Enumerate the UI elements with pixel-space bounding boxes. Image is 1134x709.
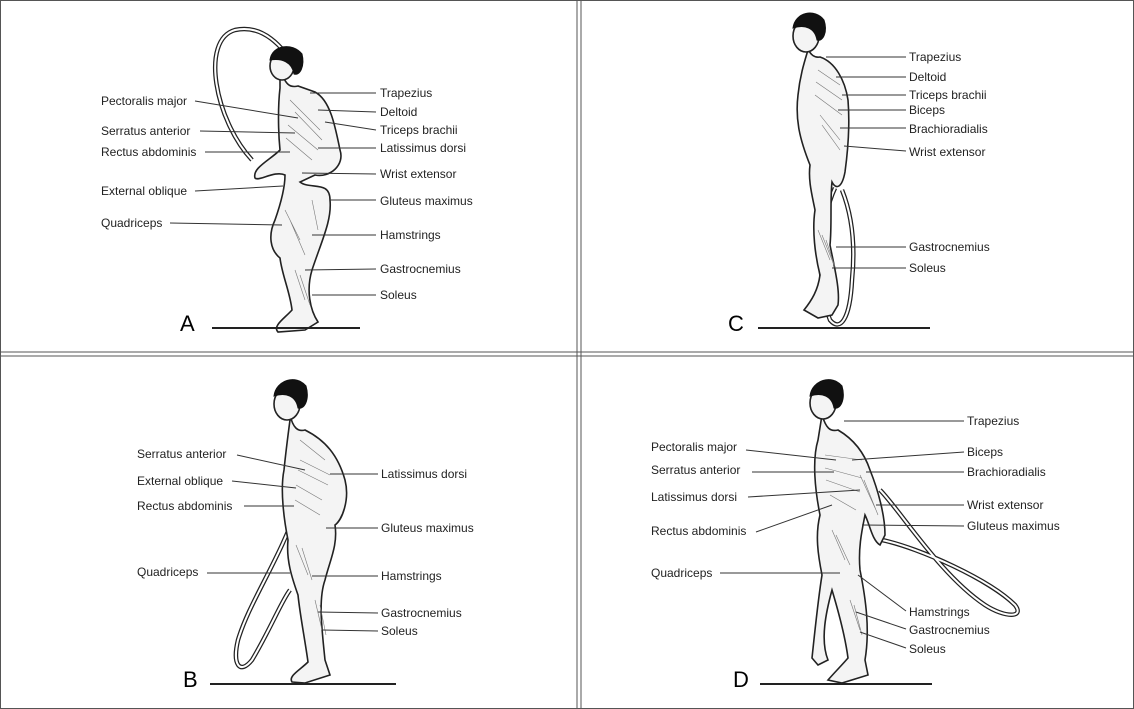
label-latissimus-dorsi: Latissimus dorsi <box>651 490 737 504</box>
label-wrist-extensor: Wrist extensor <box>909 145 985 159</box>
labels-right: Trapezius Deltoid Triceps brachii Latiss… <box>380 86 473 302</box>
label-wrist-extensor: Wrist extensor <box>967 498 1043 512</box>
label-trapezius: Trapezius <box>967 414 1019 428</box>
figure-a <box>254 46 342 333</box>
leaders-right <box>301 92 377 296</box>
figure-c <box>792 12 850 319</box>
label-triceps-brachii: Triceps brachii <box>909 88 987 102</box>
label-gluteus-maximus: Gluteus maximus <box>381 521 474 535</box>
label-quadriceps: Quadriceps <box>651 566 712 580</box>
label-gastrocnemius: Gastrocnemius <box>381 606 462 620</box>
label-soleus: Soleus <box>380 288 417 302</box>
labels-left: Serratus anterior External oblique Rectu… <box>137 447 232 579</box>
label-pectoralis-major: Pectoralis major <box>651 440 737 454</box>
panel-b: B Serratus anterior External oblique Rec… <box>137 379 474 692</box>
labels-right: Latissimus dorsi Gluteus maximus Hamstri… <box>381 467 474 638</box>
label-hamstrings: Hamstrings <box>380 228 441 242</box>
label-latissimus-dorsi: Latissimus dorsi <box>381 467 467 481</box>
label-rectus-abdominis: Rectus abdominis <box>137 499 232 513</box>
label-gluteus-maximus: Gluteus maximus <box>380 194 473 208</box>
panel-c: C Trapezius Deltoid Triceps brachii Bice… <box>728 12 990 336</box>
label-quadriceps: Quadriceps <box>101 216 162 230</box>
leaders-left <box>207 454 306 574</box>
leaders-right <box>826 56 907 269</box>
label-wrist-extensor: Wrist extensor <box>380 167 456 181</box>
label-pectoralis-major: Pectoralis major <box>101 94 187 108</box>
panel-letter: D <box>733 667 749 692</box>
label-rectus-abdominis: Rectus abdominis <box>651 524 746 538</box>
label-serratus-anterior: Serratus anterior <box>101 124 190 138</box>
label-hamstrings: Hamstrings <box>381 569 442 583</box>
leaders-left <box>720 449 861 574</box>
labels-left: Pectoralis major Serratus anterior Latis… <box>651 440 746 580</box>
labels-right: Trapezius Deltoid Triceps brachii Biceps… <box>909 50 990 275</box>
label-soleus: Soleus <box>909 261 946 275</box>
label-external-oblique: External oblique <box>137 474 223 488</box>
labels-left: Pectoralis major Serratus anterior Rectu… <box>101 94 196 230</box>
label-soleus: Soleus <box>909 642 946 656</box>
figure-b <box>273 379 348 684</box>
label-serratus-anterior: Serratus anterior <box>651 463 740 477</box>
label-latissimus-dorsi: Latissimus dorsi <box>380 141 466 155</box>
label-brachioradialis: Brachioradialis <box>967 465 1046 479</box>
label-brachioradialis: Brachioradialis <box>909 122 988 136</box>
label-deltoid: Deltoid <box>380 105 417 119</box>
figure-d <box>809 379 886 684</box>
label-gastrocnemius: Gastrocnemius <box>380 262 461 276</box>
label-gastrocnemius: Gastrocnemius <box>909 623 990 637</box>
leaders-left <box>169 100 299 226</box>
label-gluteus-maximus: Gluteus maximus <box>967 519 1060 533</box>
label-biceps: Biceps <box>909 103 945 117</box>
leaders-right <box>844 420 965 649</box>
label-deltoid: Deltoid <box>909 70 946 84</box>
label-external-oblique: External oblique <box>101 184 187 198</box>
label-quadriceps: Quadriceps <box>137 565 198 579</box>
label-triceps-brachii: Triceps brachii <box>380 123 458 137</box>
label-trapezius: Trapezius <box>909 50 961 64</box>
label-rectus-abdominis: Rectus abdominis <box>101 145 196 159</box>
label-trapezius: Trapezius <box>380 86 432 100</box>
label-soleus: Soleus <box>381 624 418 638</box>
label-biceps: Biceps <box>967 445 1003 459</box>
label-serratus-anterior: Serratus anterior <box>137 447 226 461</box>
label-hamstrings: Hamstrings <box>909 605 970 619</box>
panel-letter: A <box>180 311 195 336</box>
panel-letter: B <box>183 667 198 692</box>
panel-letter: C <box>728 311 744 336</box>
panel-a: A Pectoralis major Serratus anterior Rec… <box>101 26 473 336</box>
label-gastrocnemius: Gastrocnemius <box>909 240 990 254</box>
panel-d: D Pectoralis major Serratus anterior Lat… <box>651 379 1060 692</box>
leaders-right <box>312 473 379 632</box>
labels-right: Trapezius Biceps Brachioradialis Wrist e… <box>909 414 1060 656</box>
